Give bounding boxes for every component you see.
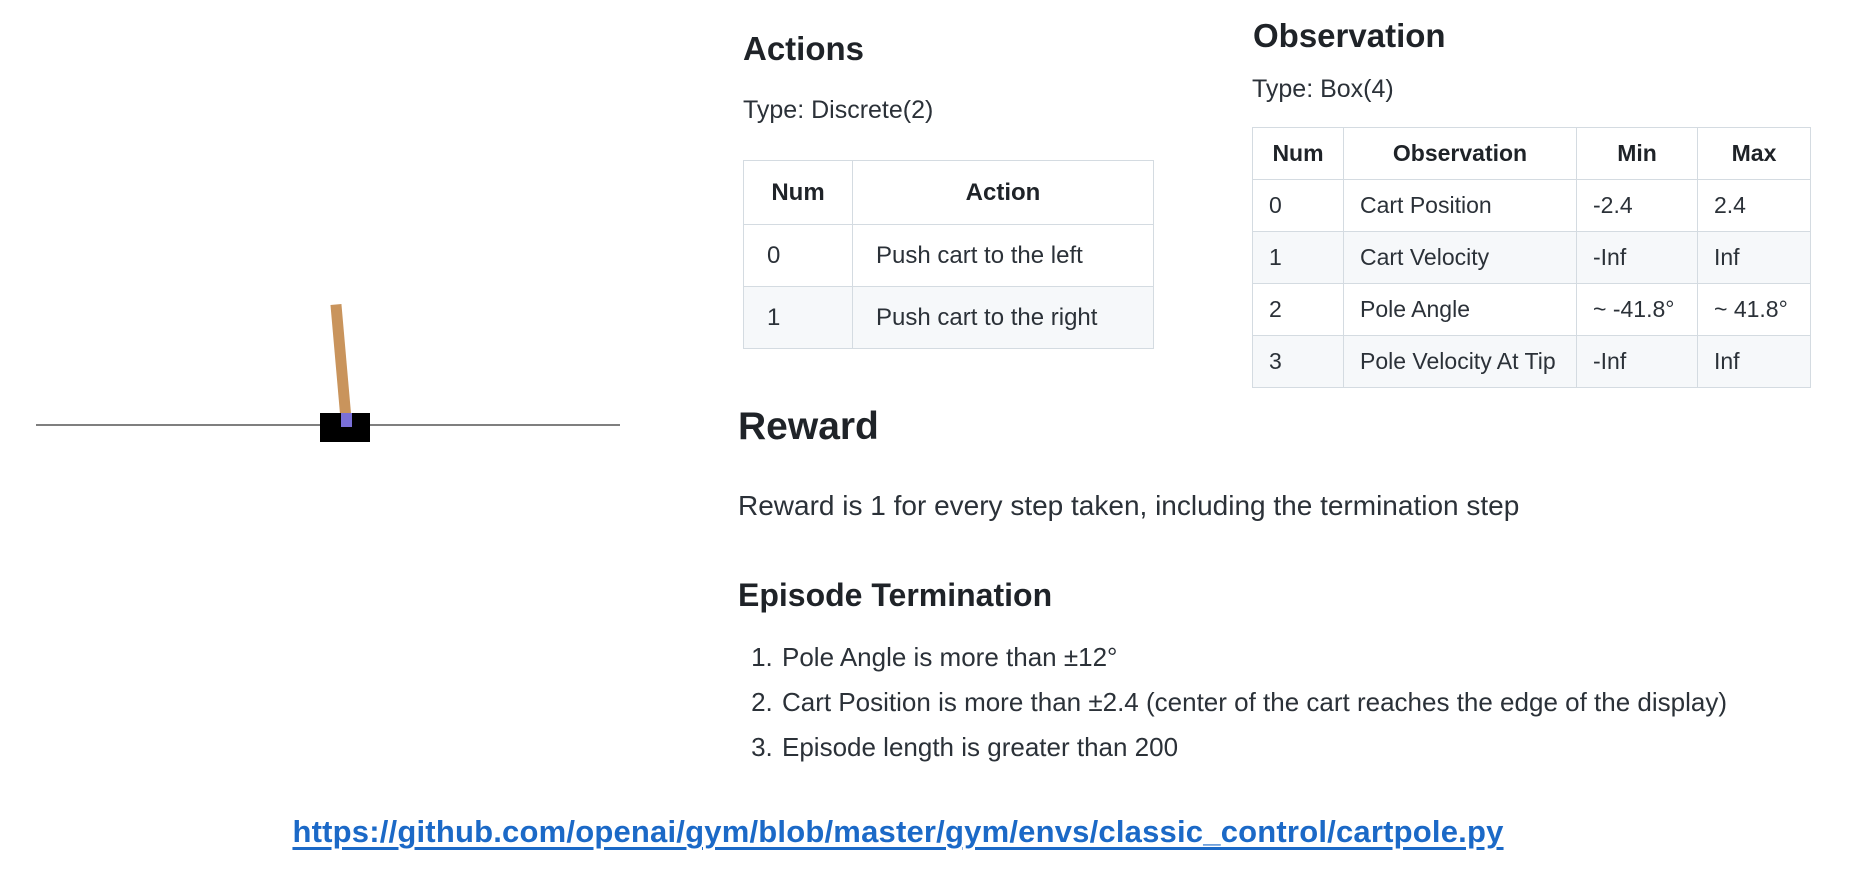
observation-cell-min: -2.4 (1576, 179, 1698, 232)
observation-header-num: Num (1252, 127, 1344, 180)
observation-cell-name: Pole Angle (1343, 283, 1577, 336)
observation-header-max: Max (1697, 127, 1811, 180)
episode-termination-list: Pole Angle is more than ±12° Cart Positi… (742, 641, 1727, 776)
table-row: 0 Push cart to the left (743, 224, 1154, 287)
observation-cell-min: ~ -41.8° (1576, 283, 1698, 336)
observation-cell-max: 2.4 (1697, 179, 1811, 232)
episode-termination-heading: Episode Termination (738, 577, 1053, 613)
observation-cell-max: Inf (1697, 335, 1811, 388)
observation-heading: Observation (1253, 17, 1446, 54)
github-source-link[interactable]: https://github.com/openai/gym/blob/maste… (292, 814, 1504, 849)
table-row: 0 Cart Position -2.4 2.4 (1252, 179, 1811, 232)
observation-cell-num: 2 (1252, 283, 1344, 336)
table-row: 1 Push cart to the right (743, 286, 1154, 349)
actions-type-label: Type: Discrete(2) (743, 96, 934, 124)
reward-heading: Reward (738, 405, 879, 448)
observation-cell-num: 1 (1252, 231, 1344, 284)
observation-cell-min: -Inf (1576, 231, 1698, 284)
cartpole-axle (341, 413, 352, 427)
list-item: Pole Angle is more than ±12° (780, 641, 1727, 674)
table-row: 1 Cart Velocity -Inf Inf (1252, 231, 1811, 284)
observation-table: Num Observation Min Max 0 Cart Position … (1252, 127, 1811, 388)
actions-cell-num: 0 (743, 224, 853, 287)
actions-header-action: Action (852, 160, 1154, 225)
table-row: 3 Pole Velocity At Tip -Inf Inf (1252, 335, 1811, 388)
table-row: 2 Pole Angle ~ -41.8° ~ 41.8° (1252, 283, 1811, 336)
observation-cell-num: 0 (1252, 179, 1344, 232)
actions-cell-num: 1 (743, 286, 853, 349)
list-item: Episode length is greater than 200 (780, 731, 1727, 764)
observation-cell-max: ~ 41.8° (1697, 283, 1811, 336)
observation-cell-name: Cart Position (1343, 179, 1577, 232)
observation-cell-name: Cart Velocity (1343, 231, 1577, 284)
cartpole-pole (330, 303, 352, 426)
list-item: Cart Position is more than ±2.4 (center … (780, 686, 1727, 719)
actions-cell-action: Push cart to the right (852, 286, 1154, 349)
reward-description: Reward is 1 for every step taken, includ… (738, 490, 1520, 521)
actions-table-header-row: Num Action (743, 160, 1154, 225)
source-link-container: https://github.com/openai/gym/blob/maste… (258, 814, 1538, 850)
observation-cell-name: Pole Velocity At Tip (1343, 335, 1577, 388)
observation-table-header-row: Num Observation Min Max (1252, 127, 1811, 180)
actions-header-num: Num (743, 160, 853, 225)
observation-cell-min: -Inf (1576, 335, 1698, 388)
actions-cell-action: Push cart to the left (852, 224, 1154, 287)
observation-cell-num: 3 (1252, 335, 1344, 388)
observation-type-label: Type: Box(4) (1252, 75, 1394, 103)
observation-header-min: Min (1576, 127, 1698, 180)
observation-header-observation: Observation (1343, 127, 1577, 180)
actions-table: Num Action 0 Push cart to the left 1 Pus… (743, 160, 1154, 349)
actions-heading: Actions (743, 30, 865, 67)
observation-cell-max: Inf (1697, 231, 1811, 284)
